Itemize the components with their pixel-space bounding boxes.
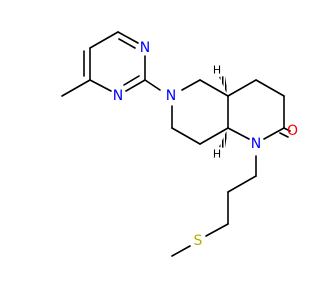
- thioether-sulfur: S: [194, 233, 203, 249]
- bond-pyr-c6-n1: [117, 31, 139, 44]
- bond-lac-c4-c3: [255, 79, 285, 97]
- bond-pyr-c2-n3: [125, 79, 146, 92]
- stereo-hydrogen-upper: H: [213, 64, 221, 77]
- bond-pip-c8-c7: [171, 127, 201, 145]
- bond-pyr-n3-c4: [89, 79, 112, 92]
- carbonyl-oxygen: O: [287, 123, 298, 139]
- molecule-structure: N N N N O S H H: [61, 31, 298, 257]
- bond-methyl-pyrimidine: [61, 79, 91, 97]
- pyrimidine-nitrogen-1: N: [140, 40, 150, 56]
- bond-lac-n1-c8a: [227, 127, 250, 140]
- stereo-hydrogen-lower: H: [213, 148, 221, 161]
- bond-lac-c4a-c4: [227, 79, 257, 97]
- bond-chain-3-s: [205, 223, 229, 237]
- stereo-hash-bond-upper: [219, 76, 228, 96]
- pyrimidine-nitrogen-3: N: [113, 88, 123, 104]
- bond-s-methyl: [171, 245, 191, 257]
- lactam-nitrogen: N: [251, 136, 261, 152]
- bond-pyr-to-piperidine-n: [144, 79, 161, 91]
- bond-pyr-c6-n1-inner: [118, 38, 136, 49]
- bond-pip-c-upper-c4a: [199, 79, 229, 97]
- piperidine-nitrogen: N: [166, 88, 176, 104]
- bond-pip-n-c-upper: [181, 79, 201, 91]
- bond-pip-c8a-c8: [199, 127, 229, 145]
- bond-chain-1-2: [227, 175, 257, 193]
- bond-carbonyl-a: [283, 127, 291, 132]
- bond-pyr-c5-c6: [89, 31, 119, 49]
- bond-pyr-c2-n3-inner: [123, 75, 140, 86]
- bond-carbonyl-b: [279, 132, 289, 138]
- stereo-hash-bond-lower: [219, 128, 228, 148]
- bond-lac-c2-n1: [263, 127, 285, 140]
